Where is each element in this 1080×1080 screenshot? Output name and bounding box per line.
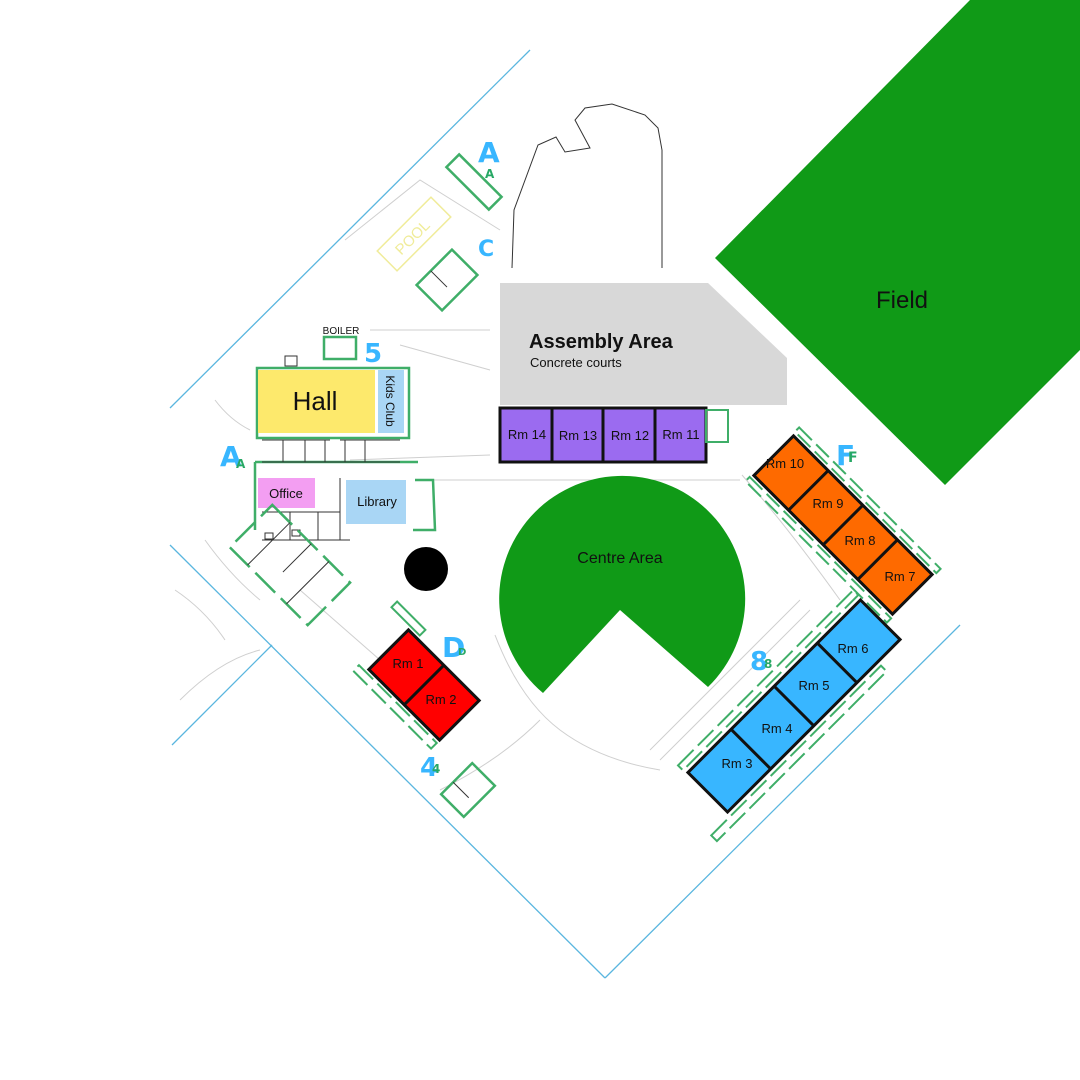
marker-8-small: 8 <box>764 657 772 671</box>
marker-c: C <box>478 237 494 262</box>
marker-f: F <box>836 439 855 472</box>
assembly-title: Assembly Area <box>529 331 674 353</box>
room-6: Rm 6 <box>837 641 868 656</box>
site-boundary <box>169 49 961 979</box>
room-13: Rm 13 <box>559 428 597 443</box>
marker-d-small: D <box>458 647 466 658</box>
kids-club-label: Kids Club <box>383 375 397 427</box>
room-4: Rm 4 <box>761 721 792 736</box>
car-park-outline <box>511 103 663 269</box>
marker-4-small: 4 <box>432 762 440 776</box>
building-c <box>414 247 480 313</box>
room-2: Rm 2 <box>425 692 456 707</box>
room-5: Rm 5 <box>798 678 829 693</box>
rooms-red-block <box>351 600 482 751</box>
black-dot <box>404 547 448 591</box>
rooms-orange-block <box>744 426 942 624</box>
rooms-blue-block <box>676 588 903 843</box>
pool <box>376 196 452 272</box>
kids-club <box>378 370 404 433</box>
room-1: Rm 1 <box>392 656 423 671</box>
building-a-top <box>444 152 504 212</box>
west-wing <box>228 503 352 627</box>
room-10: Rm 10 <box>766 456 804 471</box>
boiler-building <box>322 335 358 361</box>
assembly-area <box>500 283 787 405</box>
marker-f-small: F <box>848 450 858 466</box>
boiler-label: BOILER <box>323 326 360 337</box>
library <box>346 480 406 524</box>
room-9: Rm 9 <box>812 496 843 511</box>
field-label: Field <box>876 287 928 314</box>
hall-label: Hall <box>293 386 338 416</box>
centre-area <box>499 475 746 693</box>
marker-4: 4 <box>420 753 438 783</box>
marker-a-top-small: A <box>485 167 495 181</box>
marker-d: D <box>442 631 465 664</box>
room-3: Rm 3 <box>721 756 752 771</box>
building-4 <box>439 761 497 819</box>
room-14: Rm 14 <box>508 427 546 442</box>
marker-8: 8 <box>750 647 768 677</box>
rooms-purple-block: Rm 14 Rm 13 Rm 12 Rm 11 <box>498 406 729 464</box>
assembly-subtitle: Concrete courts <box>530 355 622 370</box>
marker-a-top: A <box>478 136 500 169</box>
hall <box>258 370 375 433</box>
pool-label: POOL <box>392 217 433 258</box>
office <box>258 478 315 508</box>
library-label: Library <box>357 494 397 509</box>
area-markers: A A C 5 A A D D F F 8 8 4 4 <box>220 136 858 783</box>
marker-5: 5 <box>364 339 382 369</box>
marker-a-left: A <box>220 440 242 473</box>
marker-a-left-small: A <box>236 457 246 471</box>
room-12: Rm 12 <box>611 428 649 443</box>
hall-interior-walls <box>262 355 400 463</box>
room-8: Rm 8 <box>844 533 875 548</box>
room-7: Rm 7 <box>884 569 915 584</box>
centre-area-label: Centre Area <box>577 550 662 567</box>
room-11: Rm 11 <box>662 427 699 442</box>
office-label: Office <box>269 486 303 501</box>
field <box>715 0 1080 485</box>
faint-paths <box>174 179 841 791</box>
